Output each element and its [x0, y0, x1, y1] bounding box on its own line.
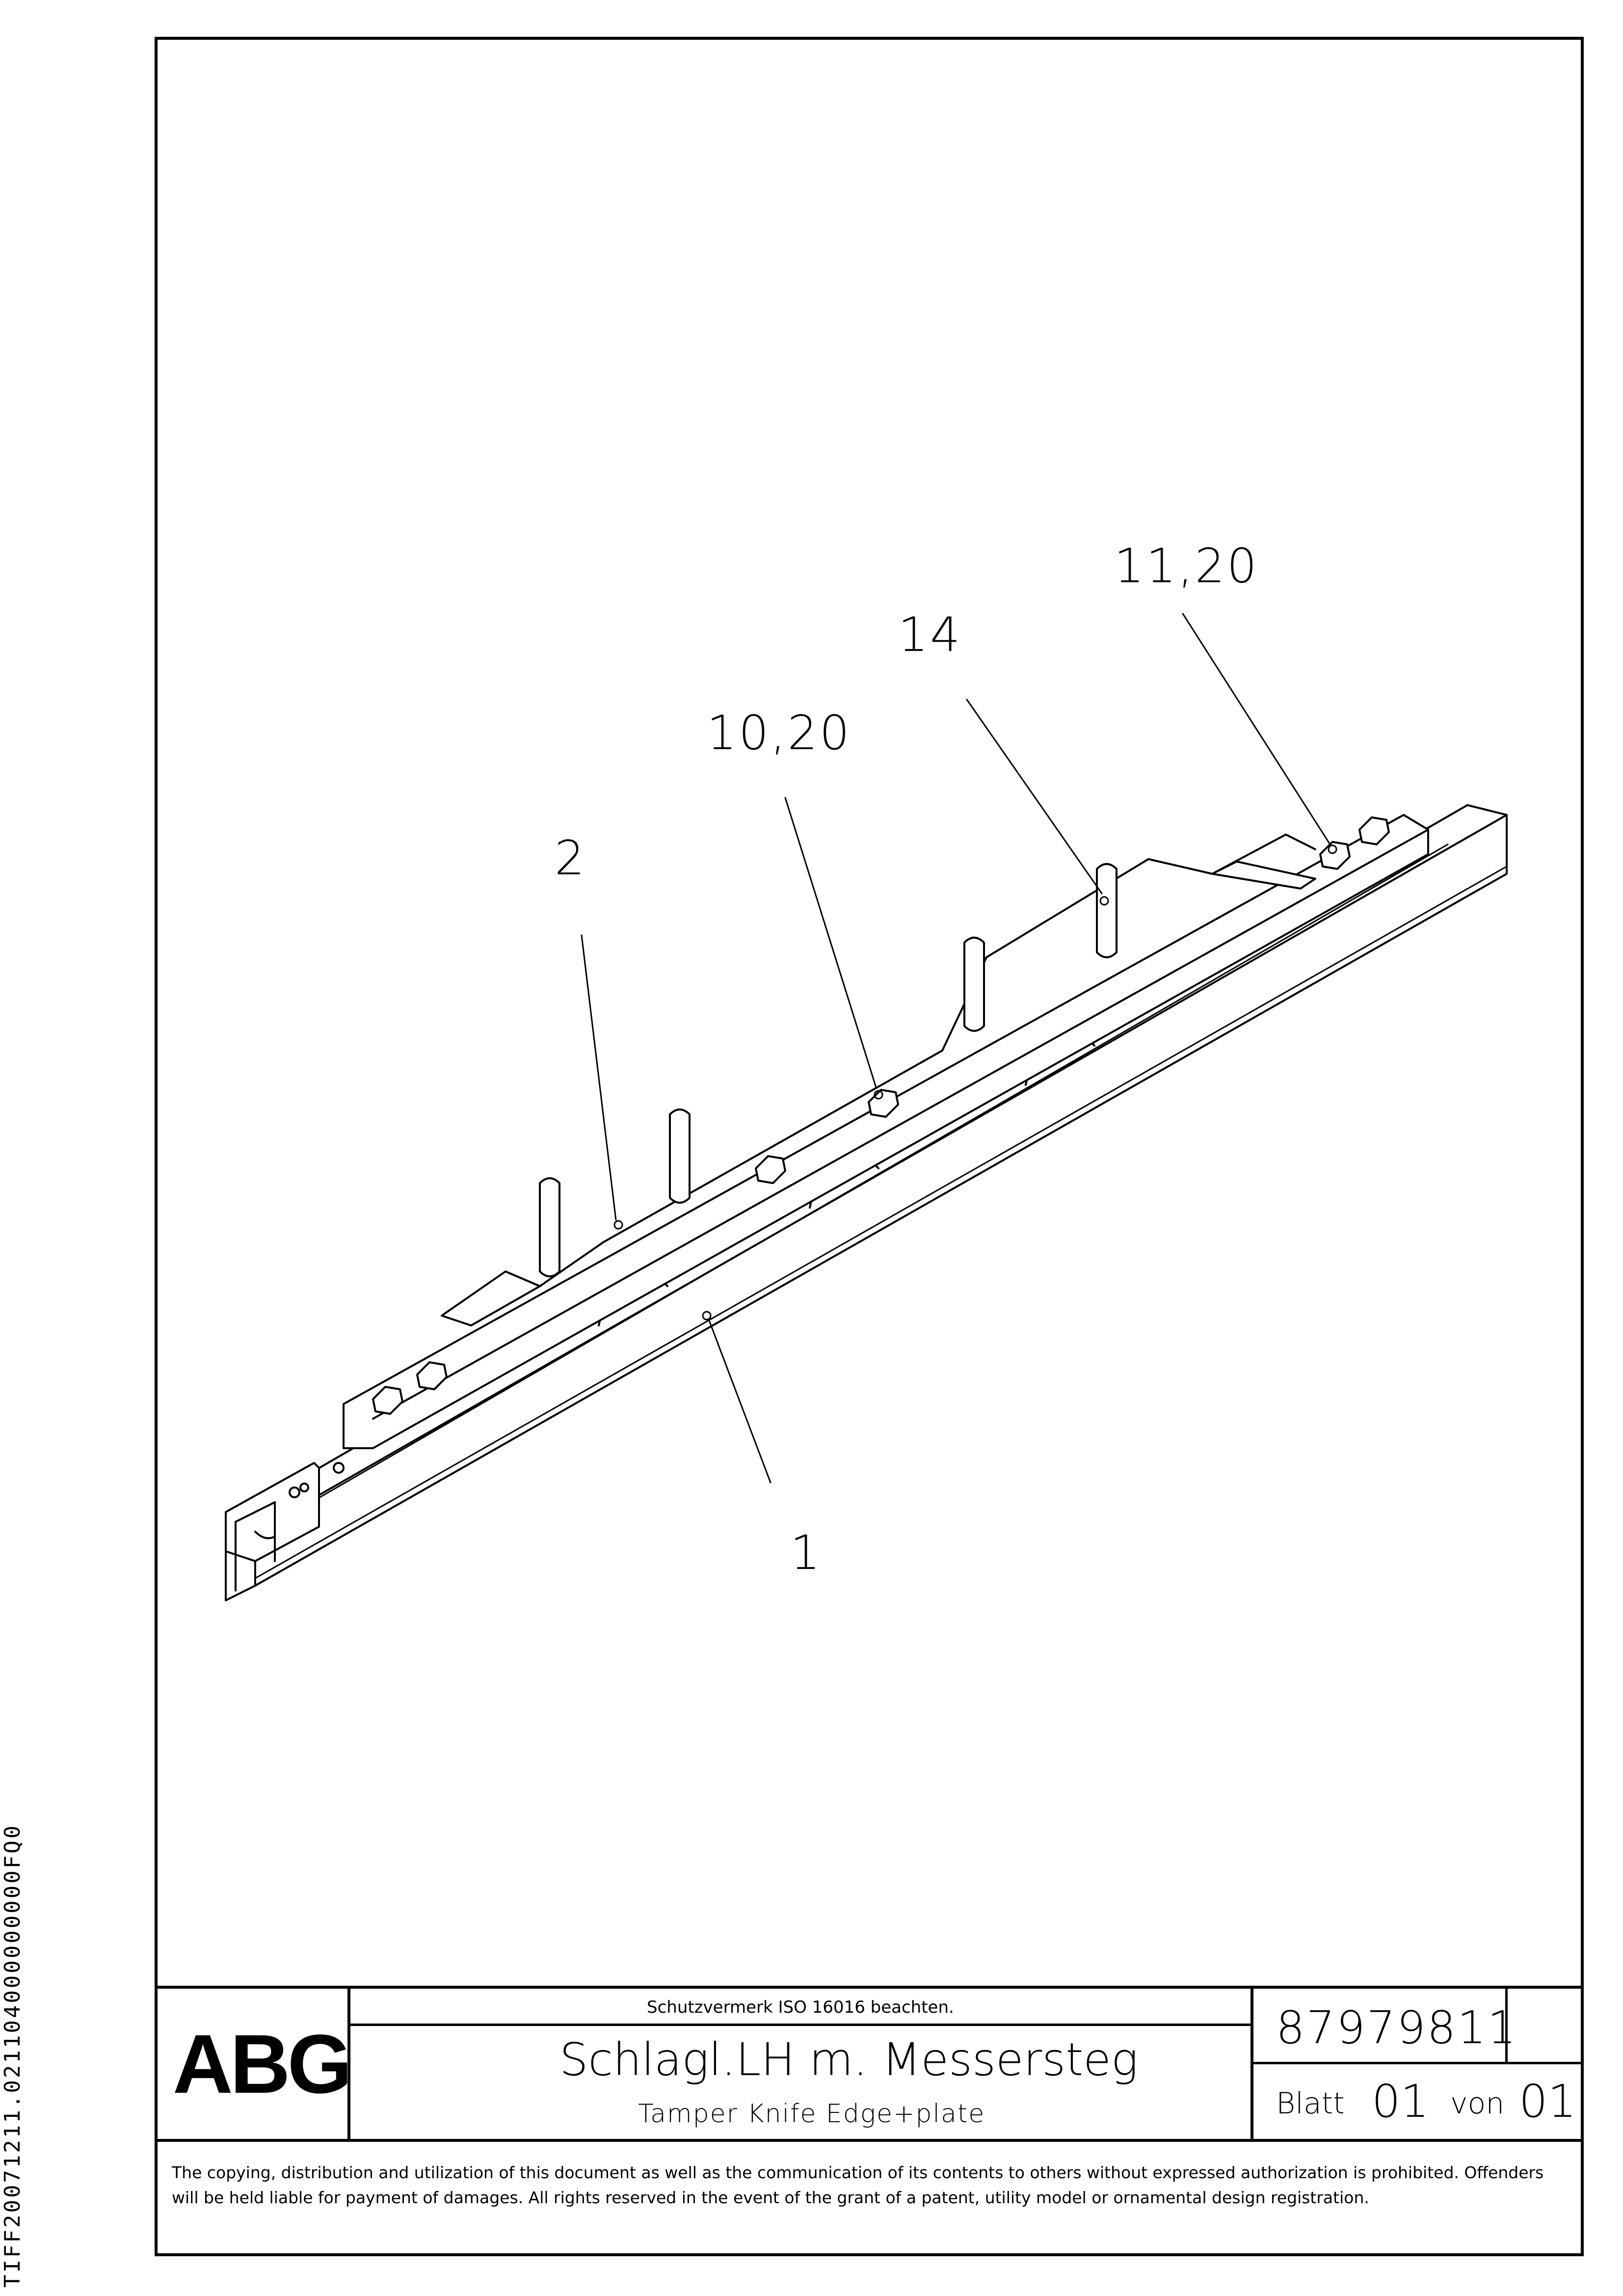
of-label: von — [1450, 2086, 1505, 2121]
hex-nuts — [372, 816, 1390, 1415]
part-number: 87979811 — [1276, 2001, 1518, 2054]
sheet-total: 01 — [1519, 2075, 1577, 2128]
callout-item-11-20: 11,20 — [1114, 539, 1259, 594]
drawing-title-de: Schlagl.LH m. Messersteg — [559, 2033, 1139, 2086]
knife-plate — [343, 814, 1429, 1449]
title-block-divider-logo — [347, 1986, 350, 2142]
side-reference-code: TIFF20071211.021104000000000FQ0 — [0, 1823, 25, 2288]
title-block-divider-note — [347, 2024, 1253, 2026]
title-block-divider-empty-cell — [1505, 1986, 1508, 2063]
callout-item-1: 1 — [790, 1525, 823, 1580]
callout-item-10-20: 10,20 — [707, 705, 851, 760]
title-block-divider-sheet — [1251, 2062, 1584, 2064]
sheet-number: 01 — [1372, 2075, 1430, 2128]
studs — [539, 863, 1117, 1277]
protection-note: Schutzvermerk ISO 16016 beachten. — [647, 1998, 954, 2017]
copyright-notice: The copying, distribution and utilizatio… — [172, 2163, 1544, 2207]
leader-lines — [581, 613, 1337, 1484]
abg-logo: ABG — [173, 2018, 352, 2111]
callout-item-14: 14 — [898, 607, 962, 662]
left-end-block — [225, 1462, 345, 1592]
callout-item-2: 2 — [555, 831, 587, 886]
drawing-frame — [155, 37, 1584, 2256]
tamper-bar — [225, 804, 1508, 1601]
sheet-label: Blatt — [1276, 2086, 1345, 2121]
drawing-title-en: Tamper Knife Edge+plate — [638, 2099, 985, 2129]
